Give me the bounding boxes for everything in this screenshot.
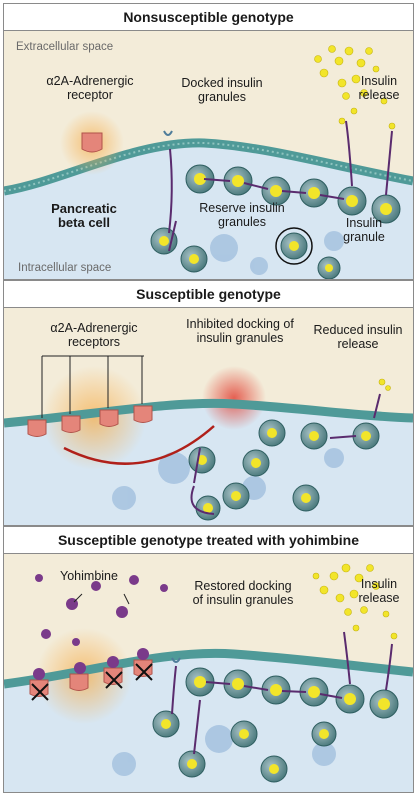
yohimbine-molecules: [33, 574, 168, 680]
reserve-granules: [150, 227, 341, 279]
vesicle-background: [112, 725, 336, 776]
label-insulin-granule: Insulin granule: [343, 216, 385, 244]
docked-granules: [185, 667, 399, 719]
label-yohimbine: Yohimbine: [60, 569, 118, 583]
label-extracellular: Extracellular space: [16, 41, 114, 53]
panel-illustration: [4, 45, 413, 279]
vesicle-background: [112, 448, 344, 510]
block-marks: [31, 663, 153, 701]
insulin-small: [378, 378, 391, 391]
yohimbine-callout: [73, 593, 130, 605]
panel-title: Susceptible genotype: [4, 281, 413, 308]
panel-title: Nonsusceptible genotype: [4, 4, 413, 31]
reserve-granules: [152, 710, 337, 783]
receptor-callout-lines: [41, 355, 144, 418]
panel-illustration: [4, 355, 413, 525]
label-insulin-release: Insulin release: [358, 577, 400, 605]
label-intracellular: Intracellular space: [18, 262, 112, 274]
panel-title: Susceptible genotype treated with yohimb…: [4, 527, 413, 554]
membrane-texture: [4, 141, 413, 192]
insulin-cloud: [314, 45, 396, 130]
panel-yohimbine: Susceptible genotype treated with yohimb…: [3, 526, 414, 793]
label-insulin-release: Insulin release: [358, 74, 400, 102]
docking-site: [171, 657, 181, 663]
label-receptor: α2A-Adrenergic receptor: [46, 74, 134, 102]
cytoplasm: [4, 142, 413, 279]
cell-membrane: [4, 398, 413, 428]
label-reduced-release: Reduced insulin release: [313, 323, 403, 351]
vesicle-background: [210, 231, 344, 275]
label-restored-docking: Restored docking of insulin granules: [192, 579, 294, 607]
panel-nonsusceptible: Nonsusceptible genotype: [3, 3, 414, 280]
adrenergic-receptors: [27, 405, 153, 437]
flow-arrows: [190, 393, 381, 515]
inhibition-glow: [202, 366, 266, 430]
reserve-arrow: [168, 220, 177, 252]
flow-arrows: [168, 120, 393, 234]
label-docked-granules: Docked insulin granules: [181, 76, 263, 104]
panel-illustration: [4, 563, 413, 792]
panel-susceptible: Susceptible genotype: [3, 280, 414, 526]
blocked-receptors: [29, 659, 153, 697]
adrenergic-receptor: [81, 132, 103, 153]
label-receptors: α2A-Adrenergic receptors: [50, 321, 138, 349]
label-inhibited-docking: Inhibited docking of insulin granules: [186, 317, 294, 345]
highlighted-granule-ring: [275, 227, 313, 265]
docking-site: [163, 130, 173, 136]
receptor-glow: [42, 366, 146, 470]
label-pancreatic-beta-cell: Pancreatic beta cell: [51, 201, 117, 230]
granules: [188, 419, 380, 521]
cell-membrane: [4, 648, 413, 689]
insulin-cloud: [312, 563, 398, 640]
inhibition-arrow: [63, 425, 215, 465]
flow-arrows: [171, 631, 393, 755]
label-reserve-granules: Reserve insulin granules: [199, 201, 285, 229]
docked-granules: [185, 164, 401, 224]
